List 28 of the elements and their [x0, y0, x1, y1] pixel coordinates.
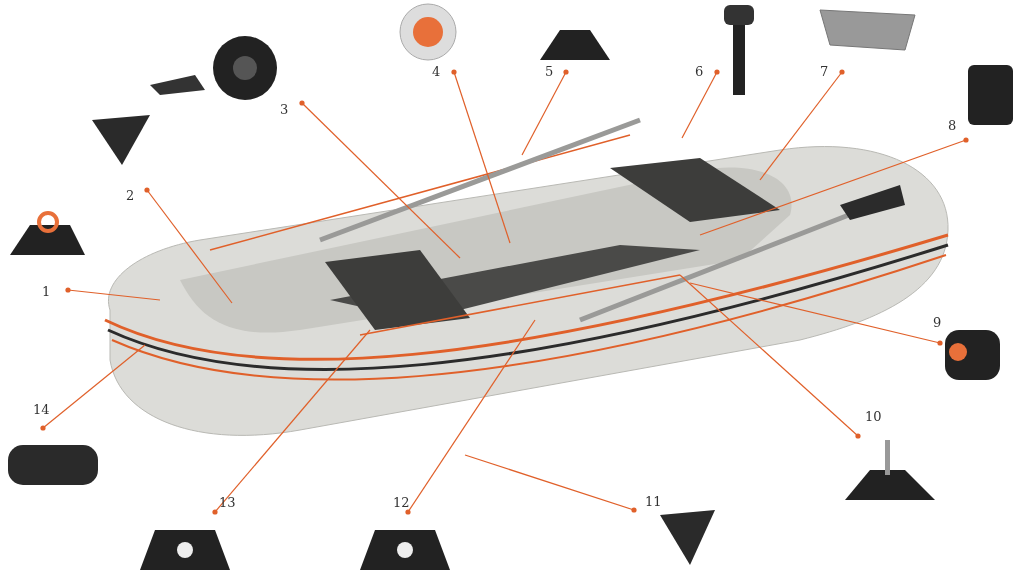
leader-line: [699, 137, 969, 236]
callout-number: 5: [543, 64, 556, 80]
callout-number: 12: [391, 495, 412, 511]
callout-number: 7: [818, 64, 831, 80]
leader-line: [299, 100, 461, 259]
callout-number: 1: [40, 284, 53, 300]
leader-line: [65, 287, 161, 301]
leader-line: [521, 69, 569, 156]
callout-number: 3: [278, 102, 291, 118]
callout-number: 13: [217, 495, 238, 511]
callout-number: 14: [31, 402, 52, 418]
leader-line: [689, 282, 943, 346]
leader-line: [451, 69, 511, 244]
callout-number: 4: [430, 64, 443, 80]
leader-line: [212, 329, 371, 515]
leader-line: [679, 274, 861, 439]
callout-number: 2: [124, 188, 137, 204]
callout-number: 10: [863, 409, 884, 425]
leader-line: [681, 69, 720, 139]
leader-line: [759, 69, 845, 181]
callout-number: 11: [643, 494, 664, 510]
callout-number: 8: [946, 118, 959, 134]
callout-number: 9: [931, 315, 944, 331]
leader-line: [144, 187, 233, 304]
leader-line: [464, 454, 637, 513]
leader-line: [40, 344, 146, 431]
callout-number: 6: [693, 64, 706, 80]
leader-line: [405, 319, 536, 515]
